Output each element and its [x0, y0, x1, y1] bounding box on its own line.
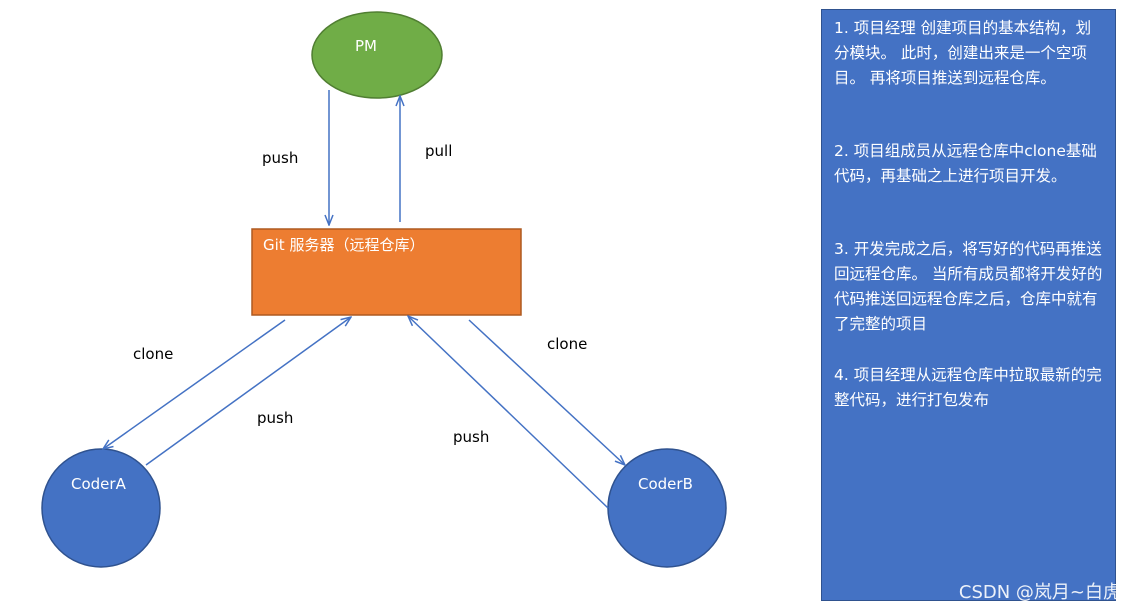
notes-panel: 1. 项目经理 创建项目的基本结构，划分模块。 此时，创建出来是一个空项目。 再…: [821, 9, 1116, 601]
pm-label: PM: [355, 37, 377, 55]
coder-a-clone-label: clone: [133, 345, 173, 363]
note-step-2: 2. 项目组成员从远程仓库中clone基础代码，再基础之上进行项目开发。: [834, 142, 1097, 185]
coder-a-clone-arrow: [103, 319, 286, 449]
coder-a-push-label: push: [257, 409, 293, 427]
coder-b-push-label: push: [453, 428, 489, 446]
coder-b-node: [607, 448, 727, 568]
workflow-diagram: PM Git 服务器（远程仓库） CoderA CoderB push pull…: [41, 11, 727, 568]
watermark: CSDN @岚月~白虎: [958, 582, 1121, 603]
coder-b-label: CoderB: [638, 475, 693, 493]
coder-a-node: [41, 448, 161, 568]
git-server-label: Git 服务器（远程仓库）: [263, 236, 424, 254]
coder-b-clone-arrow: [468, 319, 625, 465]
git-server-node: [251, 228, 522, 316]
pm-push-label: push: [262, 149, 298, 167]
pm-node: [311, 11, 443, 99]
coder-b-push-arrow: [408, 316, 609, 509]
pm-pull-label: pull: [425, 142, 452, 160]
coder-a-push-arrow: [145, 317, 351, 466]
note-step-3: 3. 开发完成之后，将写好的代码再推送回远程仓库。 当所有成员都将开发好的代码推…: [834, 240, 1103, 333]
note-step-4: 4. 项目经理从远程仓库中拉取最新的完整代码，进行打包发布: [834, 366, 1102, 409]
coder-b-clone-label: clone: [547, 335, 587, 353]
note-step-1: 1. 项目经理 创建项目的基本结构，划分模块。 此时，创建出来是一个空项目。 再…: [834, 19, 1092, 87]
coder-a-label: CoderA: [71, 475, 127, 493]
